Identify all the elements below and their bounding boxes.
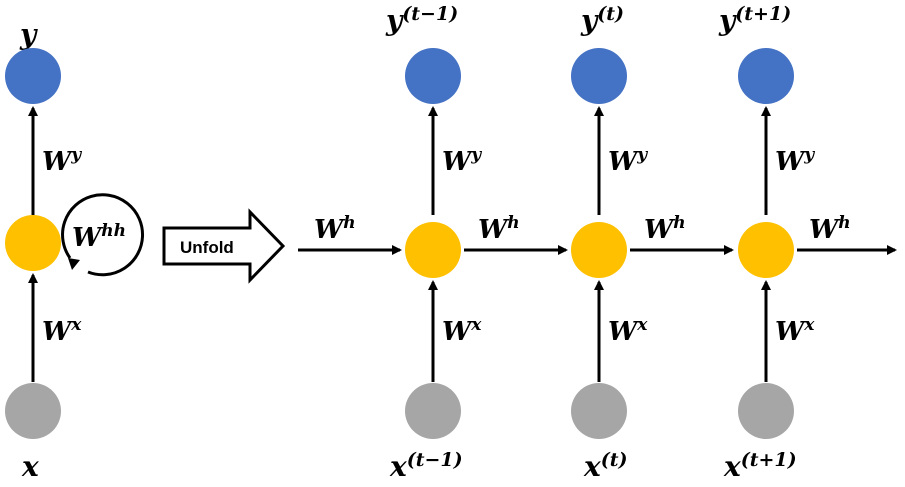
folded-hidden-node bbox=[5, 215, 61, 271]
folded-output-label: y bbox=[19, 18, 38, 51]
folded-output-node bbox=[5, 48, 61, 104]
incoming-weight-hidden: Wh bbox=[314, 213, 356, 245]
output-node bbox=[405, 48, 461, 104]
folded-weight-recurrent: Whh bbox=[72, 221, 126, 253]
unfold-label: Unfold bbox=[180, 238, 234, 257]
folded-weight-output: Wy bbox=[42, 145, 82, 177]
recurrent-loop-arrowhead bbox=[68, 258, 80, 270]
output-label: y(t+1) bbox=[718, 3, 791, 37]
folded-input-node bbox=[5, 383, 61, 439]
output-node bbox=[571, 48, 627, 104]
weight-output: Wy bbox=[442, 145, 482, 177]
time-step-t: y(t) Wy Wh Wx x(t) bbox=[571, 3, 734, 483]
input-node bbox=[405, 383, 461, 439]
hidden-node bbox=[571, 222, 627, 278]
unfold-arrow: Unfold bbox=[162, 208, 286, 284]
weight-hidden: Wh bbox=[809, 213, 851, 245]
input-label: x(t−1) bbox=[389, 449, 463, 483]
unrolled-rnn: Wh y(t−1) Wy Wh Wx x(t−1) bbox=[298, 3, 897, 483]
time-step-t-minus-1: y(t−1) Wy Wh Wx x(t−1) bbox=[385, 3, 568, 483]
folded-input-label: x bbox=[21, 450, 39, 483]
input-label: x(t) bbox=[583, 449, 627, 483]
folded-rnn: y Wy Whh Wx x bbox=[5, 18, 145, 483]
output-label: y(t) bbox=[580, 3, 624, 37]
hidden-node bbox=[405, 222, 461, 278]
weight-input: Wx bbox=[442, 315, 482, 347]
unfold-arrow-shape bbox=[162, 208, 286, 284]
weight-output: Wy bbox=[775, 145, 815, 177]
weight-hidden: Wh bbox=[644, 213, 686, 245]
folded-weight-input: Wx bbox=[42, 315, 82, 347]
output-node bbox=[738, 48, 794, 104]
input-node bbox=[571, 383, 627, 439]
input-node bbox=[738, 383, 794, 439]
weight-input: Wx bbox=[608, 315, 648, 347]
hidden-node bbox=[738, 222, 794, 278]
output-label: y(t−1) bbox=[385, 3, 458, 37]
recurrent-loop-arrow bbox=[61, 193, 145, 277]
weight-output: Wy bbox=[608, 145, 648, 177]
weight-hidden: Wh bbox=[478, 213, 520, 245]
time-step-t-plus-1: y(t+1) Wy Wh Wx x(t+1) bbox=[718, 3, 897, 483]
input-label: x(t+1) bbox=[723, 449, 797, 483]
weight-input: Wx bbox=[775, 315, 815, 347]
